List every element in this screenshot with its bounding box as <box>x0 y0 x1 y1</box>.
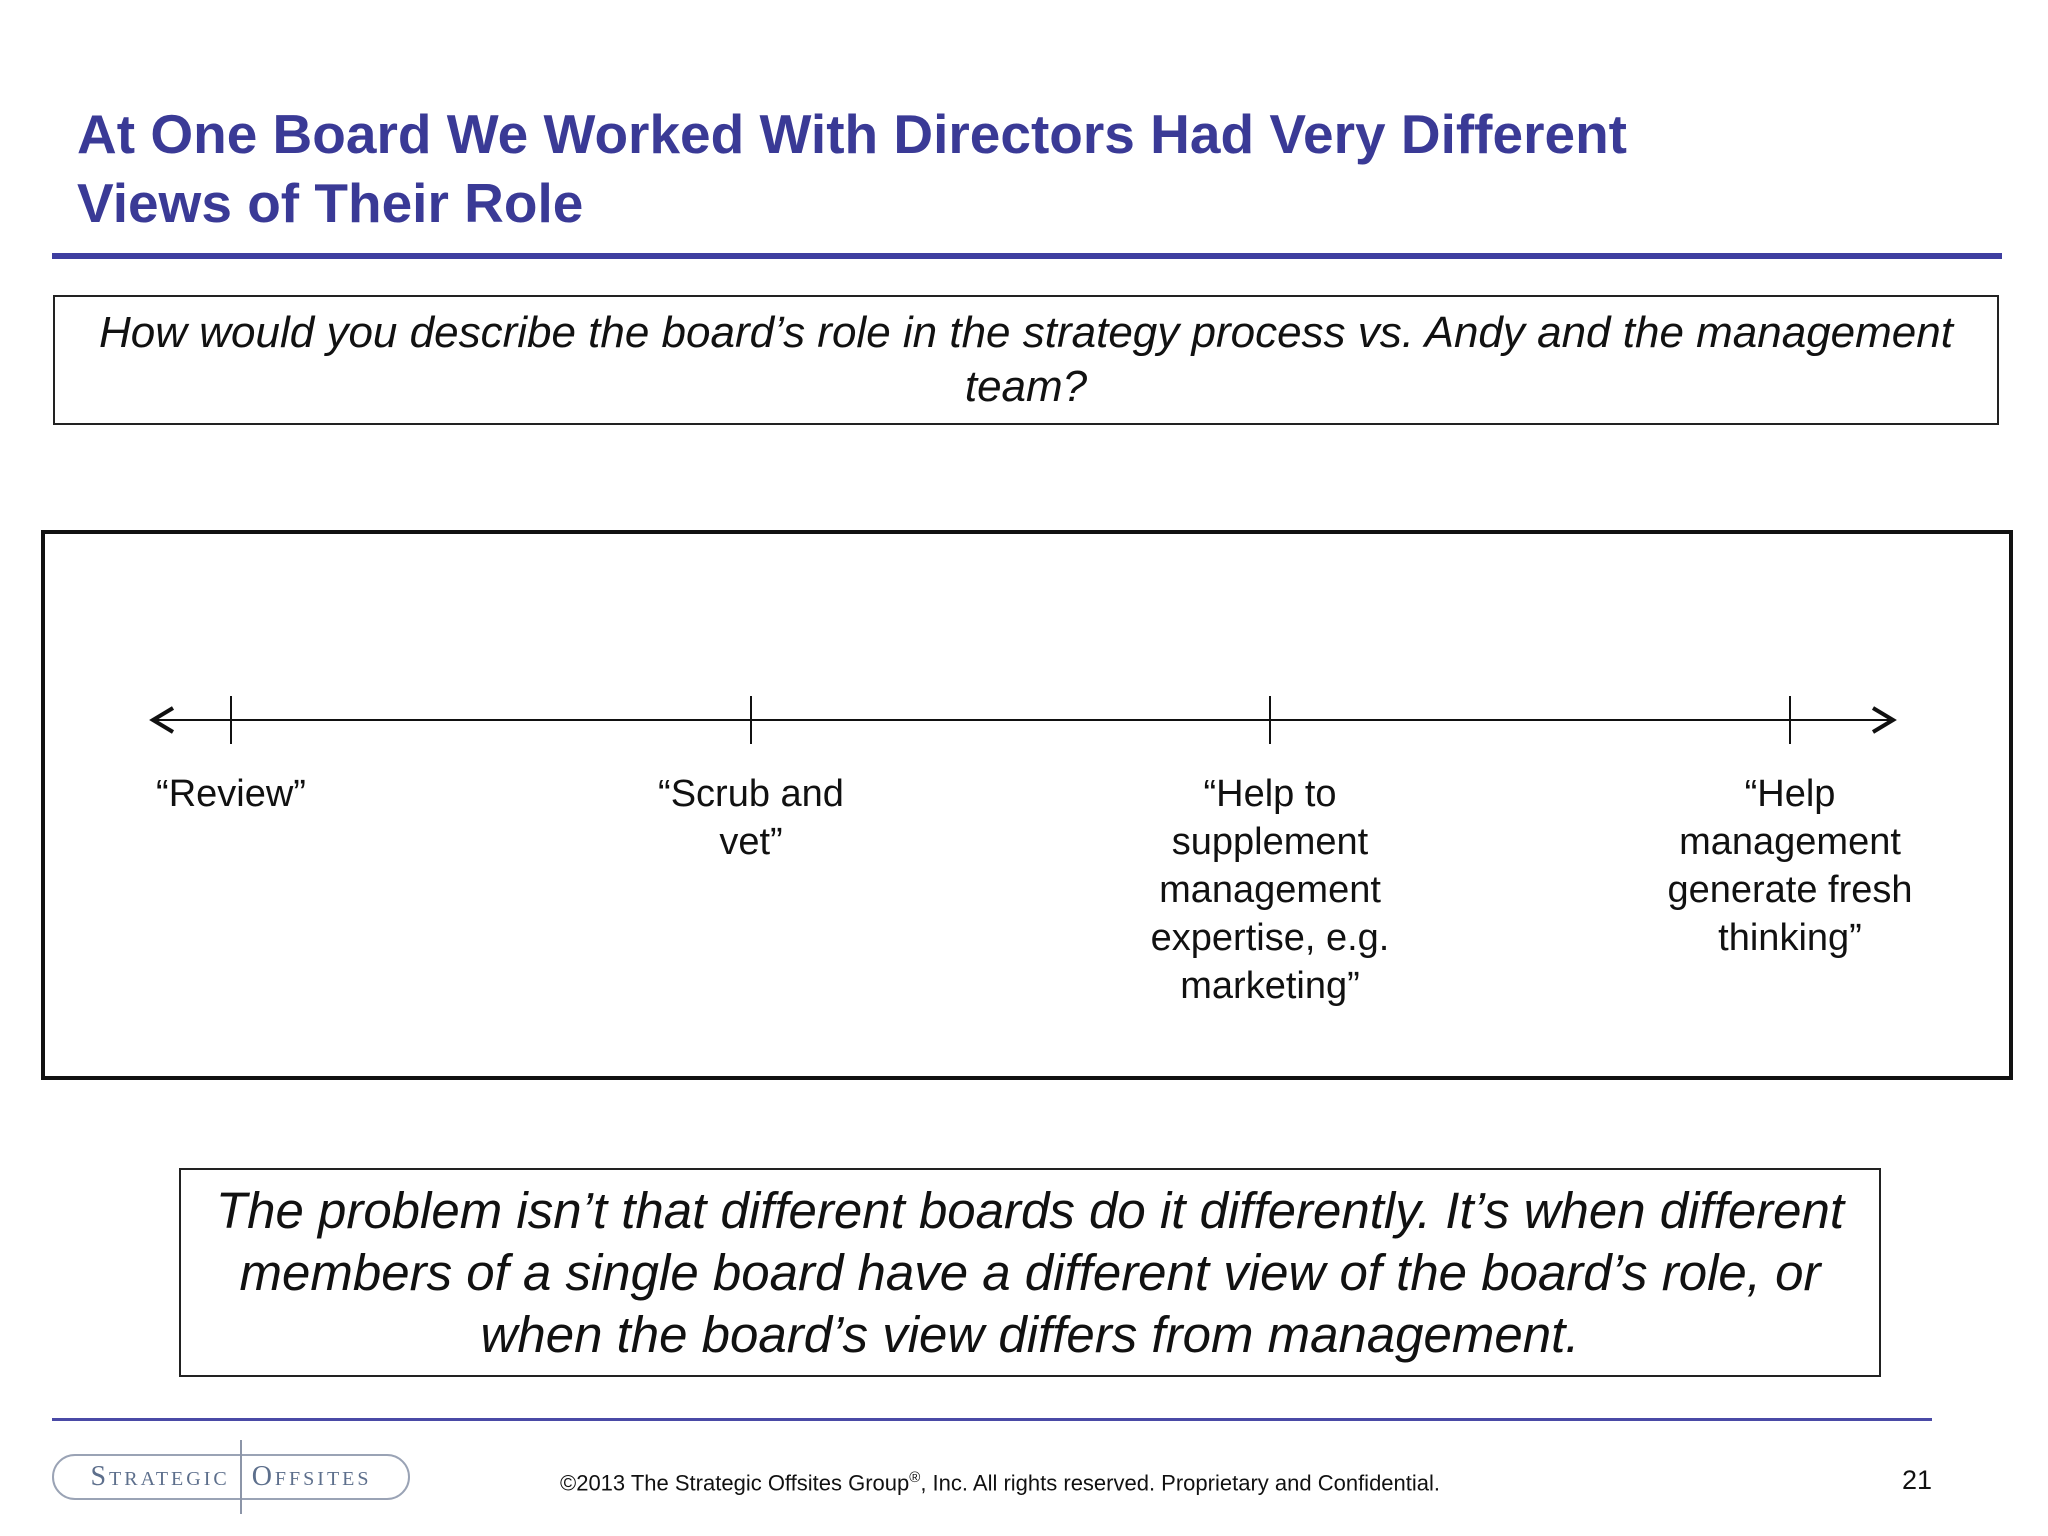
company-logo: Strategic Offsites <box>52 1440 410 1514</box>
conclusion-box: The problem isn’t that different boards … <box>179 1168 1881 1377</box>
label-supplement-expertise: “Help to supplement management expertise… <box>1150 773 1390 1007</box>
page-number: 21 <box>1901 1465 1932 1495</box>
copyright-text-end: , Inc. All rights reserved. Proprietary … <box>920 1470 1441 1496</box>
right-arrow-icon <box>1871 706 1897 734</box>
slide-title: At One Board We Worked With Directors Ha… <box>77 100 1977 238</box>
copyright-text-start: ©2013 The Strategic Offsites Group <box>560 1470 910 1496</box>
question-text: How would you describe the board’s role … <box>99 308 1953 411</box>
label-scrub-and-vet: “Scrub and vet” <box>658 773 844 863</box>
label-fresh-thinking: “Help management generate fresh thinking… <box>1667 773 1913 959</box>
title-divider <box>52 253 2002 259</box>
logo-text-strategic: Strategic <box>90 1461 230 1492</box>
logo-text-offsites: Offsites <box>251 1461 372 1492</box>
question-box: How would you describe the board’s role … <box>53 295 1999 425</box>
left-arrow-icon <box>149 706 175 734</box>
slide-title-line-2: Views of Their Role <box>77 172 584 234</box>
spectrum-box: “Review” “Scrub and vet” “Help to supple… <box>41 530 2013 1080</box>
slide-title-line-1: At One Board We Worked With Directors Ha… <box>77 103 1627 165</box>
conclusion-text: The problem isn’t that different boards … <box>215 1181 1845 1363</box>
spectrum-axis <box>149 696 1897 744</box>
footer-divider <box>52 1418 1932 1421</box>
registered-mark: ® <box>909 1469 921 1486</box>
copyright-notice: ©2013 The Strategic Offsites Group®, Inc… <box>560 1464 1560 1497</box>
logo-divider <box>239 1440 242 1514</box>
label-review: “Review” <box>156 773 306 815</box>
